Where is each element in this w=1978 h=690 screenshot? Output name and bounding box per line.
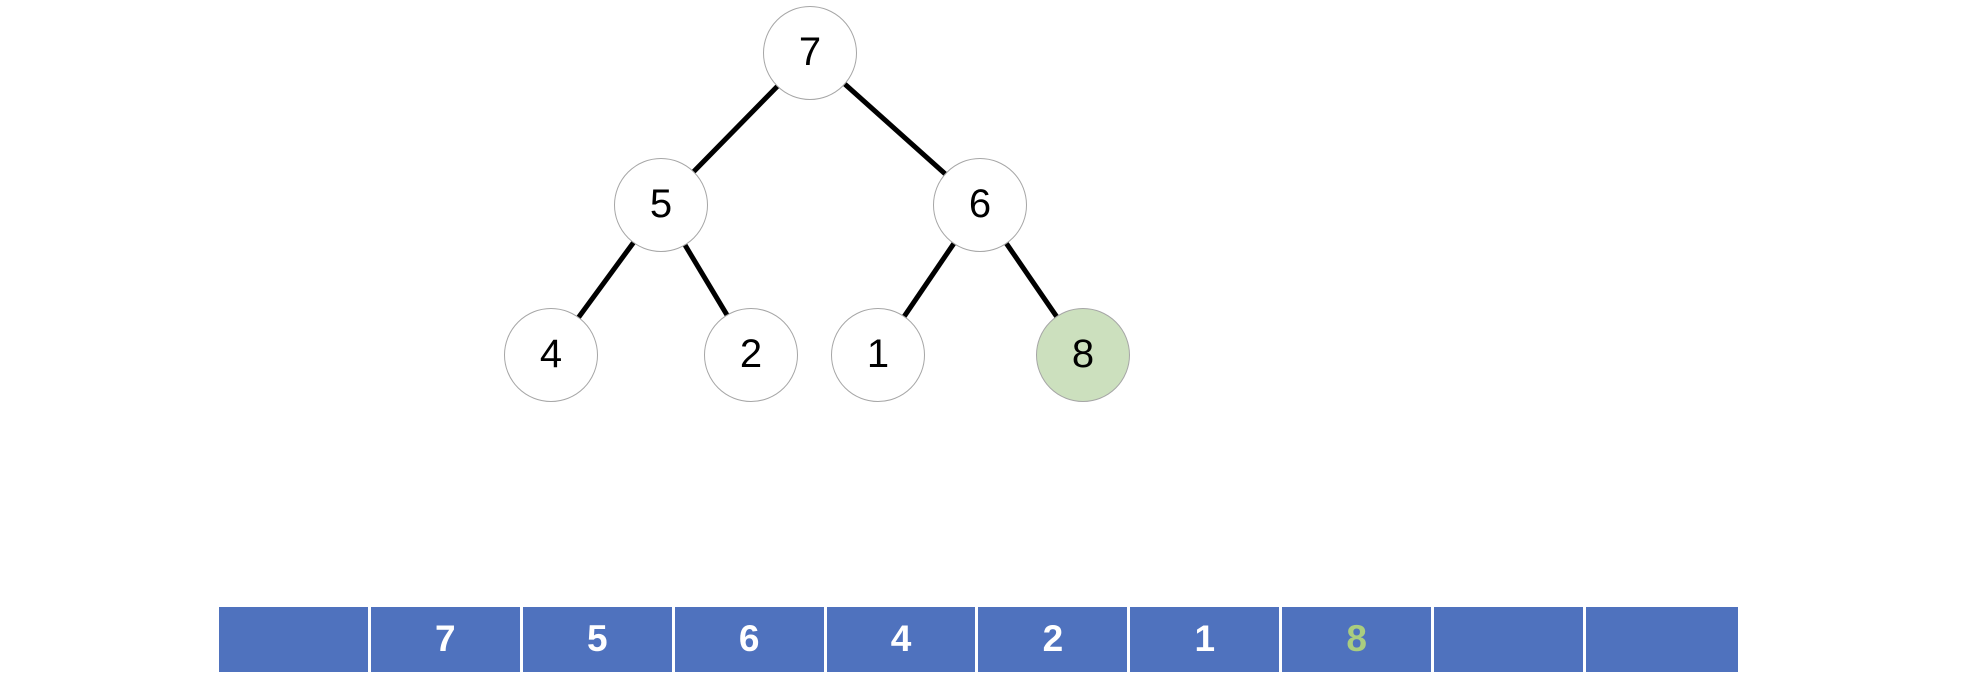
tree-node-label: 5 (649, 182, 673, 226)
tree-node-1[interactable]: 1 (831, 308, 925, 402)
array-cell-3[interactable]: 6 (674, 607, 827, 672)
tree-node-4[interactable]: 4 (504, 308, 598, 402)
tree-node-label: 2 (739, 332, 763, 376)
array-cell-8[interactable] (1434, 607, 1587, 672)
tree-node-label: 8 (1071, 332, 1095, 376)
array-cell-value: 2 (1042, 618, 1064, 659)
array-cell-value: 4 (890, 618, 912, 659)
tree-edge (1003, 241, 1060, 319)
binary-tree-diagram: 7 5 6 4 2 1 8 (504, 6, 1130, 402)
tree-edge (691, 84, 780, 174)
tree-edge (576, 240, 636, 320)
tree-node-label: 7 (798, 30, 822, 74)
array-cell-value: 6 (738, 618, 760, 659)
array-cell-0[interactable] (219, 607, 371, 672)
array-cell-4[interactable]: 4 (826, 607, 979, 672)
array-representation: 7 5 6 4 2 1 8 (219, 607, 1765, 672)
array-cell-value: 8 (1346, 618, 1367, 659)
tree-node-6[interactable]: 6 (933, 158, 1027, 252)
array-cell-value: 1 (1194, 618, 1216, 659)
tree-node-8[interactable]: 8 (1036, 308, 1130, 402)
tree-node-5[interactable]: 5 (614, 158, 708, 252)
array-cell-value: 7 (435, 618, 456, 659)
array-cell-2[interactable]: 5 (522, 607, 675, 672)
array-cell-value: 5 (586, 618, 608, 659)
tree-edge (842, 81, 948, 177)
tree-node-label: 1 (866, 332, 890, 376)
tree-edge (901, 241, 957, 319)
tree-node-2[interactable]: 2 (704, 308, 798, 402)
tree-node-7[interactable]: 7 (763, 6, 857, 100)
array-cell-1[interactable]: 7 (370, 607, 523, 672)
tree-edges-layer (576, 81, 1060, 320)
array-cell-6[interactable]: 1 (1130, 607, 1283, 672)
tree-node-label: 6 (968, 182, 992, 226)
array-cell-7[interactable]: 8 (1282, 607, 1435, 672)
array-cell-5[interactable]: 2 (978, 607, 1131, 672)
tree-node-label: 4 (539, 332, 563, 376)
array-cell-9[interactable] (1586, 607, 1738, 672)
tree-edge (682, 243, 730, 317)
